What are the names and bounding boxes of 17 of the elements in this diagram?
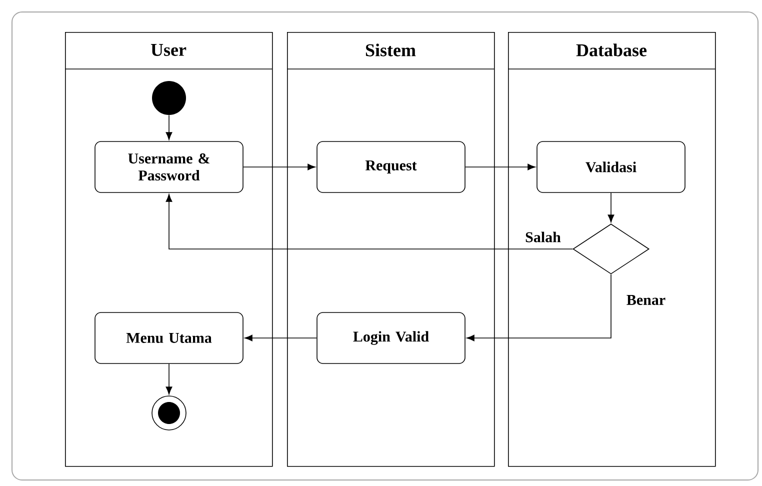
action-box: Login Valid [316, 312, 466, 364]
action-box: Validasi [536, 141, 686, 193]
edge-label: Benar [625, 294, 667, 306]
action-box: Request [316, 141, 466, 193]
arrow [166, 114, 172, 140]
action-box: Username & Password [94, 141, 244, 193]
arrow [244, 334, 317, 342]
arrow [166, 364, 172, 394]
arrow [243, 164, 316, 170]
arrow [465, 164, 536, 170]
arrow [466, 274, 612, 342]
edge-label: Salah [524, 230, 562, 244]
arrow [608, 192, 614, 222]
arrow [166, 194, 573, 250]
start-node [152, 81, 186, 115]
end-node [152, 396, 186, 430]
action-box: Menu Utama [94, 312, 244, 364]
